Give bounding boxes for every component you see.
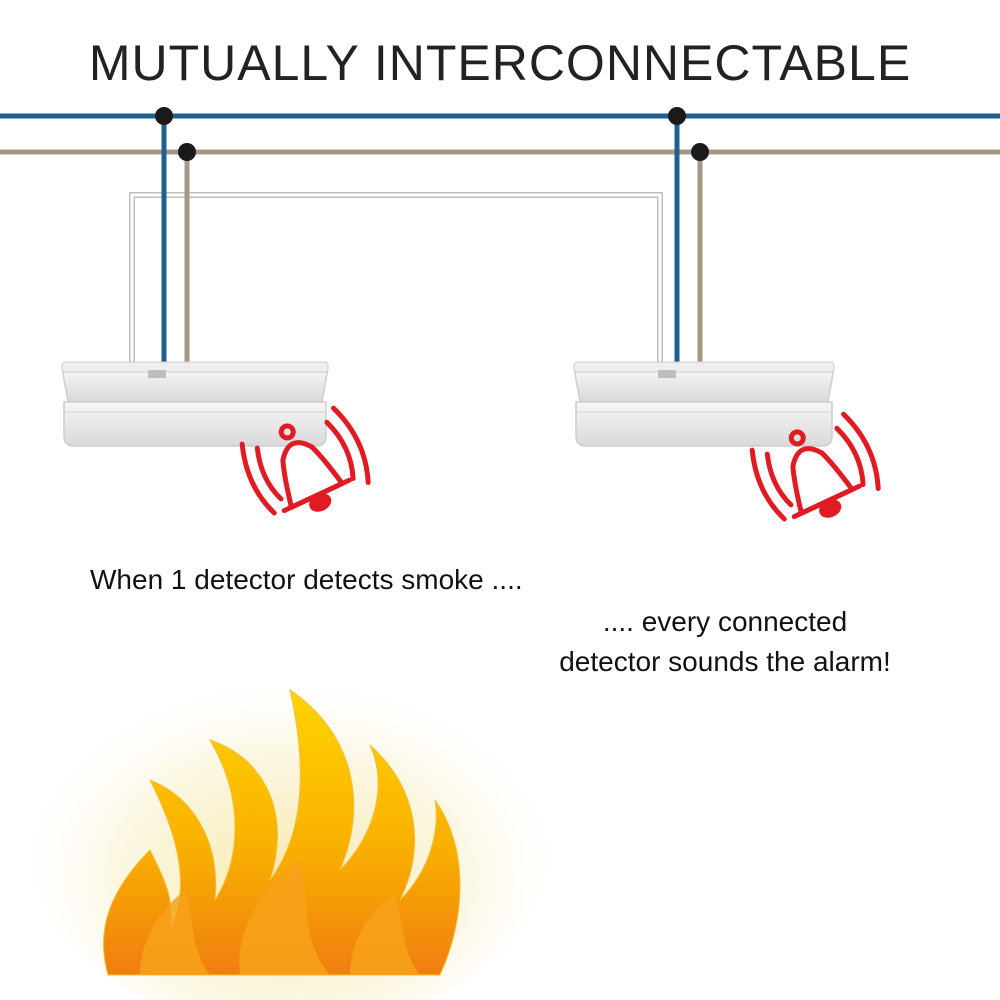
junction-dot [691, 143, 709, 161]
smoke-detector-icon [573, 361, 835, 447]
caption-smoke-detected: When 1 detector detects smoke .... [90, 564, 523, 595]
detector-1-drops [155, 107, 196, 368]
junction-dot [668, 107, 686, 125]
page-title: MUTUALLY INTERCONNECTABLE [88, 35, 912, 91]
smoke-detector-icon [61, 361, 329, 447]
bell-icon [749, 411, 881, 522]
caption-line: detector sounds the alarm! [559, 646, 891, 677]
caption-line: .... every connected [602, 606, 848, 637]
supply-wires [0, 113, 1000, 155]
flame-icon [30, 650, 550, 1000]
junction-dot [178, 143, 196, 161]
bell-icon [239, 405, 371, 516]
interconnect-wire [129, 192, 663, 370]
caption-alarm-all: .... every connected detector sounds the… [520, 602, 930, 682]
junction-dot [155, 107, 173, 125]
detector-2-drops [668, 107, 709, 368]
